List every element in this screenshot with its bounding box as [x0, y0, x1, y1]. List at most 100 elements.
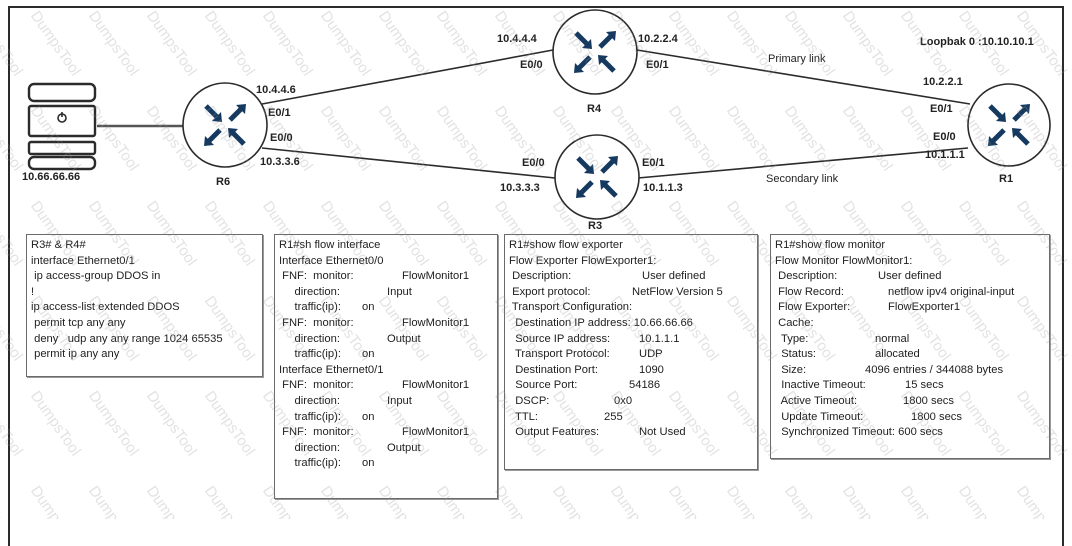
- cli-row: direction:Input: [279, 394, 493, 410]
- acl-line: !: [31, 285, 35, 298]
- cli-key: DSCP:: [509, 394, 550, 407]
- cli-row: Source IP address:10.1.1.1: [509, 332, 753, 348]
- cli-value: on: [362, 301, 375, 314]
- r3-e00-label: E0/0: [522, 157, 545, 169]
- cli-key: Size:: [775, 363, 807, 376]
- cli-key: Inactive Timeout:: [775, 379, 866, 392]
- r6-e00-label: E0/0: [270, 132, 293, 144]
- cli-row: traffic(ip): on: [279, 456, 493, 472]
- cli-key: FNF: monitor:: [279, 270, 354, 283]
- acl-config-box: R3# & R4#interface Ethernet0/1 ip access…: [26, 234, 263, 377]
- cli-key: traffic(ip):: [279, 457, 341, 470]
- cli-row: direction:Output: [279, 332, 493, 348]
- primary-link-label: Primary link: [768, 53, 826, 65]
- cli-value: Not Used: [639, 426, 686, 439]
- cli-key: Flow Exporter:: [775, 301, 851, 314]
- cli-value: normal: [875, 332, 910, 345]
- cli-key: traffic(ip):: [279, 301, 341, 314]
- cli-value: FlowExporter1: [888, 301, 961, 314]
- cli-value: NetFlow Version 5: [632, 285, 723, 298]
- cli-key: Synchronized Timeout: 600 secs: [775, 426, 943, 439]
- r6-e00-ip: 10.3.3.6: [260, 156, 300, 168]
- r4-e00-ip: 10.4.4.4: [497, 33, 537, 45]
- cli-value: User defined: [642, 270, 706, 283]
- cli-key: R1#sh flow interface: [279, 239, 381, 251]
- cli-row: Destination IP address: 10.66.66.66: [509, 316, 753, 332]
- cli-row: FNF: monitor: FlowMonitor1: [279, 269, 493, 285]
- cli-row: DSCP:0x0: [509, 394, 753, 410]
- cli-row: Destination Port:1090: [509, 363, 753, 379]
- topology-canvas: [27, 9, 1051, 220]
- r4-e01-ip: 10.2.2.4: [638, 33, 678, 45]
- cli-row: direction:Input: [279, 285, 493, 301]
- cli-key: FNF: monitor:: [279, 379, 354, 392]
- diagram-frame: [8, 6, 1064, 546]
- cli-key: direction:: [279, 441, 340, 454]
- cli-row: Transport Configuration:: [509, 300, 753, 316]
- cli-value: FlowMonitor1: [402, 316, 470, 329]
- cli-key: Destination Port:: [509, 363, 598, 376]
- cli-value: on: [362, 410, 375, 423]
- cli-key: traffic(ip):: [279, 348, 341, 361]
- router-r1-label: R1: [999, 173, 1014, 185]
- cli-row: FNF: monitor: FlowMonitor1: [279, 316, 493, 332]
- cli-row: R1#show flow exporter: [509, 238, 753, 254]
- cli-value: 4096 entries / 344088 bytes: [865, 363, 1004, 376]
- cli-key: R1#show flow exporter: [509, 239, 623, 251]
- cli-key: Flow Record:: [775, 285, 845, 298]
- acl-line: ip access-list extended DDOS: [31, 301, 180, 314]
- cli-key: FNF: monitor:: [279, 316, 354, 329]
- cli-row: Status: allocated: [775, 347, 1045, 363]
- cli-row: Description: User defined: [509, 269, 753, 285]
- cli-key: Status:: [775, 348, 817, 361]
- router-r6-icon: [182, 82, 268, 168]
- cli-key: FNF: monitor:: [279, 426, 354, 439]
- cli-key: R1#show flow monitor: [775, 239, 886, 251]
- r4-e00-label: E0/0: [520, 59, 543, 71]
- r6-e01-ip: 10.4.4.6: [256, 84, 296, 96]
- cli-value: FlowMonitor1: [402, 379, 470, 392]
- cli-value: FlowMonitor1: [402, 270, 470, 283]
- server-icon: [27, 82, 97, 171]
- cli-row: traffic(ip): on: [279, 347, 493, 363]
- cli-value: FlowMonitor1: [402, 426, 470, 439]
- cli-key: direction:: [279, 394, 340, 407]
- r4-e01-label: E0/1: [646, 59, 669, 71]
- cli-key: traffic(ip):: [279, 410, 341, 423]
- cli-row: Flow Exporter: FlowExporter1: [775, 300, 1045, 316]
- cli-row: R1#show flow monitor: [775, 238, 1045, 254]
- cli-row: Synchronized Timeout: 600 secs: [775, 425, 1045, 441]
- acl-line: R3# & R4#: [31, 239, 86, 251]
- cli-key: Transport Protocol:: [509, 348, 610, 361]
- cli-row: traffic(ip): on: [279, 410, 493, 426]
- cli-row: Description:User defined: [775, 269, 1045, 285]
- cli-key: Type:: [775, 332, 809, 345]
- r1-loopback-label: Loopbak 0 :10.10.10.1: [920, 36, 1034, 48]
- link-secondary-r3-r1: [637, 147, 969, 179]
- cli-key: Output Features:: [509, 426, 600, 439]
- cli-value: on: [362, 348, 375, 361]
- cli-row: Type: normal: [775, 332, 1045, 348]
- cli-row: Flow Exporter FlowExporter1:: [509, 254, 753, 270]
- r3-e01-ip: 10.1.1.3: [643, 182, 683, 194]
- cli-value: allocated: [875, 348, 920, 361]
- cli-row: Export protocol:NetFlow Version 5: [509, 285, 753, 301]
- r1-e01-ip: 10.2.2.1: [923, 76, 963, 88]
- cli-key: Description:: [509, 270, 572, 283]
- cli-value: 54186: [629, 379, 661, 392]
- cli-value: 15 secs: [905, 379, 944, 392]
- cli-row: Cache:: [775, 316, 1045, 332]
- link-primary-r4-r1: [636, 49, 971, 105]
- cli-value: Output: [387, 332, 421, 345]
- cli-row: traffic(ip): on: [279, 300, 493, 316]
- cli-value: Input: [387, 285, 412, 298]
- cli-value: 255: [604, 410, 623, 423]
- cli-row: direction:Output: [279, 441, 493, 457]
- link-r6-r4: [261, 49, 554, 105]
- cli-value: on: [362, 457, 375, 470]
- cli-value: 1800 secs: [903, 394, 954, 407]
- cli-key: Update Timeout:: [775, 410, 864, 423]
- cli-key: Flow Exporter FlowExporter1:: [509, 254, 657, 267]
- cli-row: TTL:255: [509, 410, 753, 426]
